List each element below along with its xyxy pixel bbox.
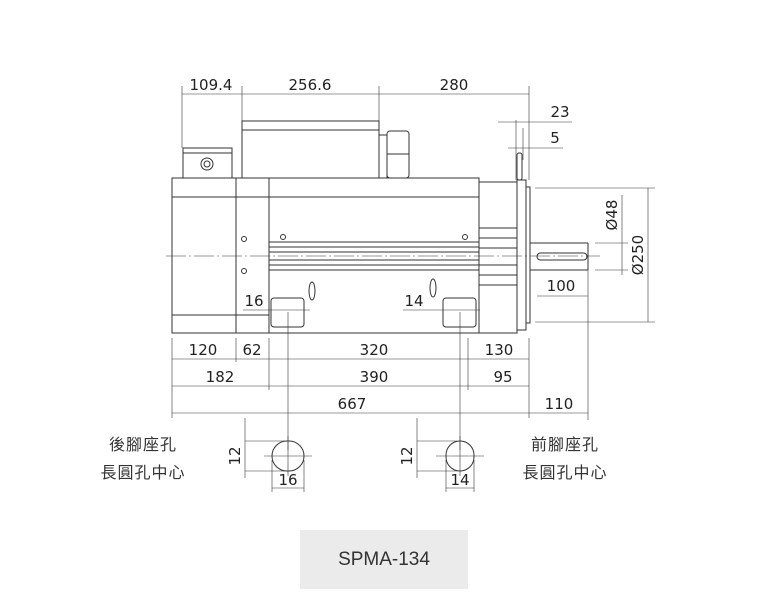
dim-front-14: 14	[404, 292, 423, 310]
dim-d48: Ø48	[603, 200, 621, 231]
top-dimensions: 109.4 256.6 280 23 5	[181, 76, 572, 180]
dim-130: 130	[485, 341, 514, 359]
dim-rear-12: 12	[226, 446, 244, 465]
dim-320: 320	[360, 341, 389, 359]
dim-280: 280	[440, 76, 469, 94]
bottom-dimensions: 120 62 320 130 182 390 95 667 110	[171, 312, 588, 450]
dim-256-6: 256.6	[289, 76, 332, 94]
dim-120: 120	[189, 341, 218, 359]
dim-23: 23	[550, 103, 569, 121]
motor-body	[166, 120, 600, 334]
dim-front-slot-14: 14	[450, 471, 469, 489]
dim-rear-16: 16	[244, 292, 263, 310]
dim-667: 667	[338, 395, 367, 413]
dim-110: 110	[545, 395, 574, 413]
rear-label-line1: 後腳座孔	[109, 435, 177, 454]
dim-rear-slot-16: 16	[278, 471, 297, 489]
rear-label-line2: 長圓孔中心	[100, 463, 185, 482]
rear-slot-detail: 12 16 後腳座孔 長圓孔中心	[100, 418, 312, 492]
dim-109-4: 109.4	[190, 76, 233, 94]
front-label-line2: 長圓孔中心	[522, 463, 607, 482]
dim-182: 182	[206, 368, 235, 386]
front-label-line1: 前腳座孔	[531, 435, 599, 454]
dim-62: 62	[242, 341, 261, 359]
dim-95: 95	[493, 368, 512, 386]
model-label: SPMA-134	[300, 530, 468, 589]
dim-390: 390	[360, 368, 389, 386]
dim-d250: Ø250	[629, 235, 647, 275]
dim-front-12: 12	[398, 446, 416, 465]
front-slot-detail: 12 14 前腳座孔 長圓孔中心	[398, 418, 607, 492]
right-dimensions: Ø250 Ø48 100 16 14	[243, 187, 655, 420]
dim-5: 5	[550, 129, 560, 147]
dim-100: 100	[547, 277, 576, 295]
